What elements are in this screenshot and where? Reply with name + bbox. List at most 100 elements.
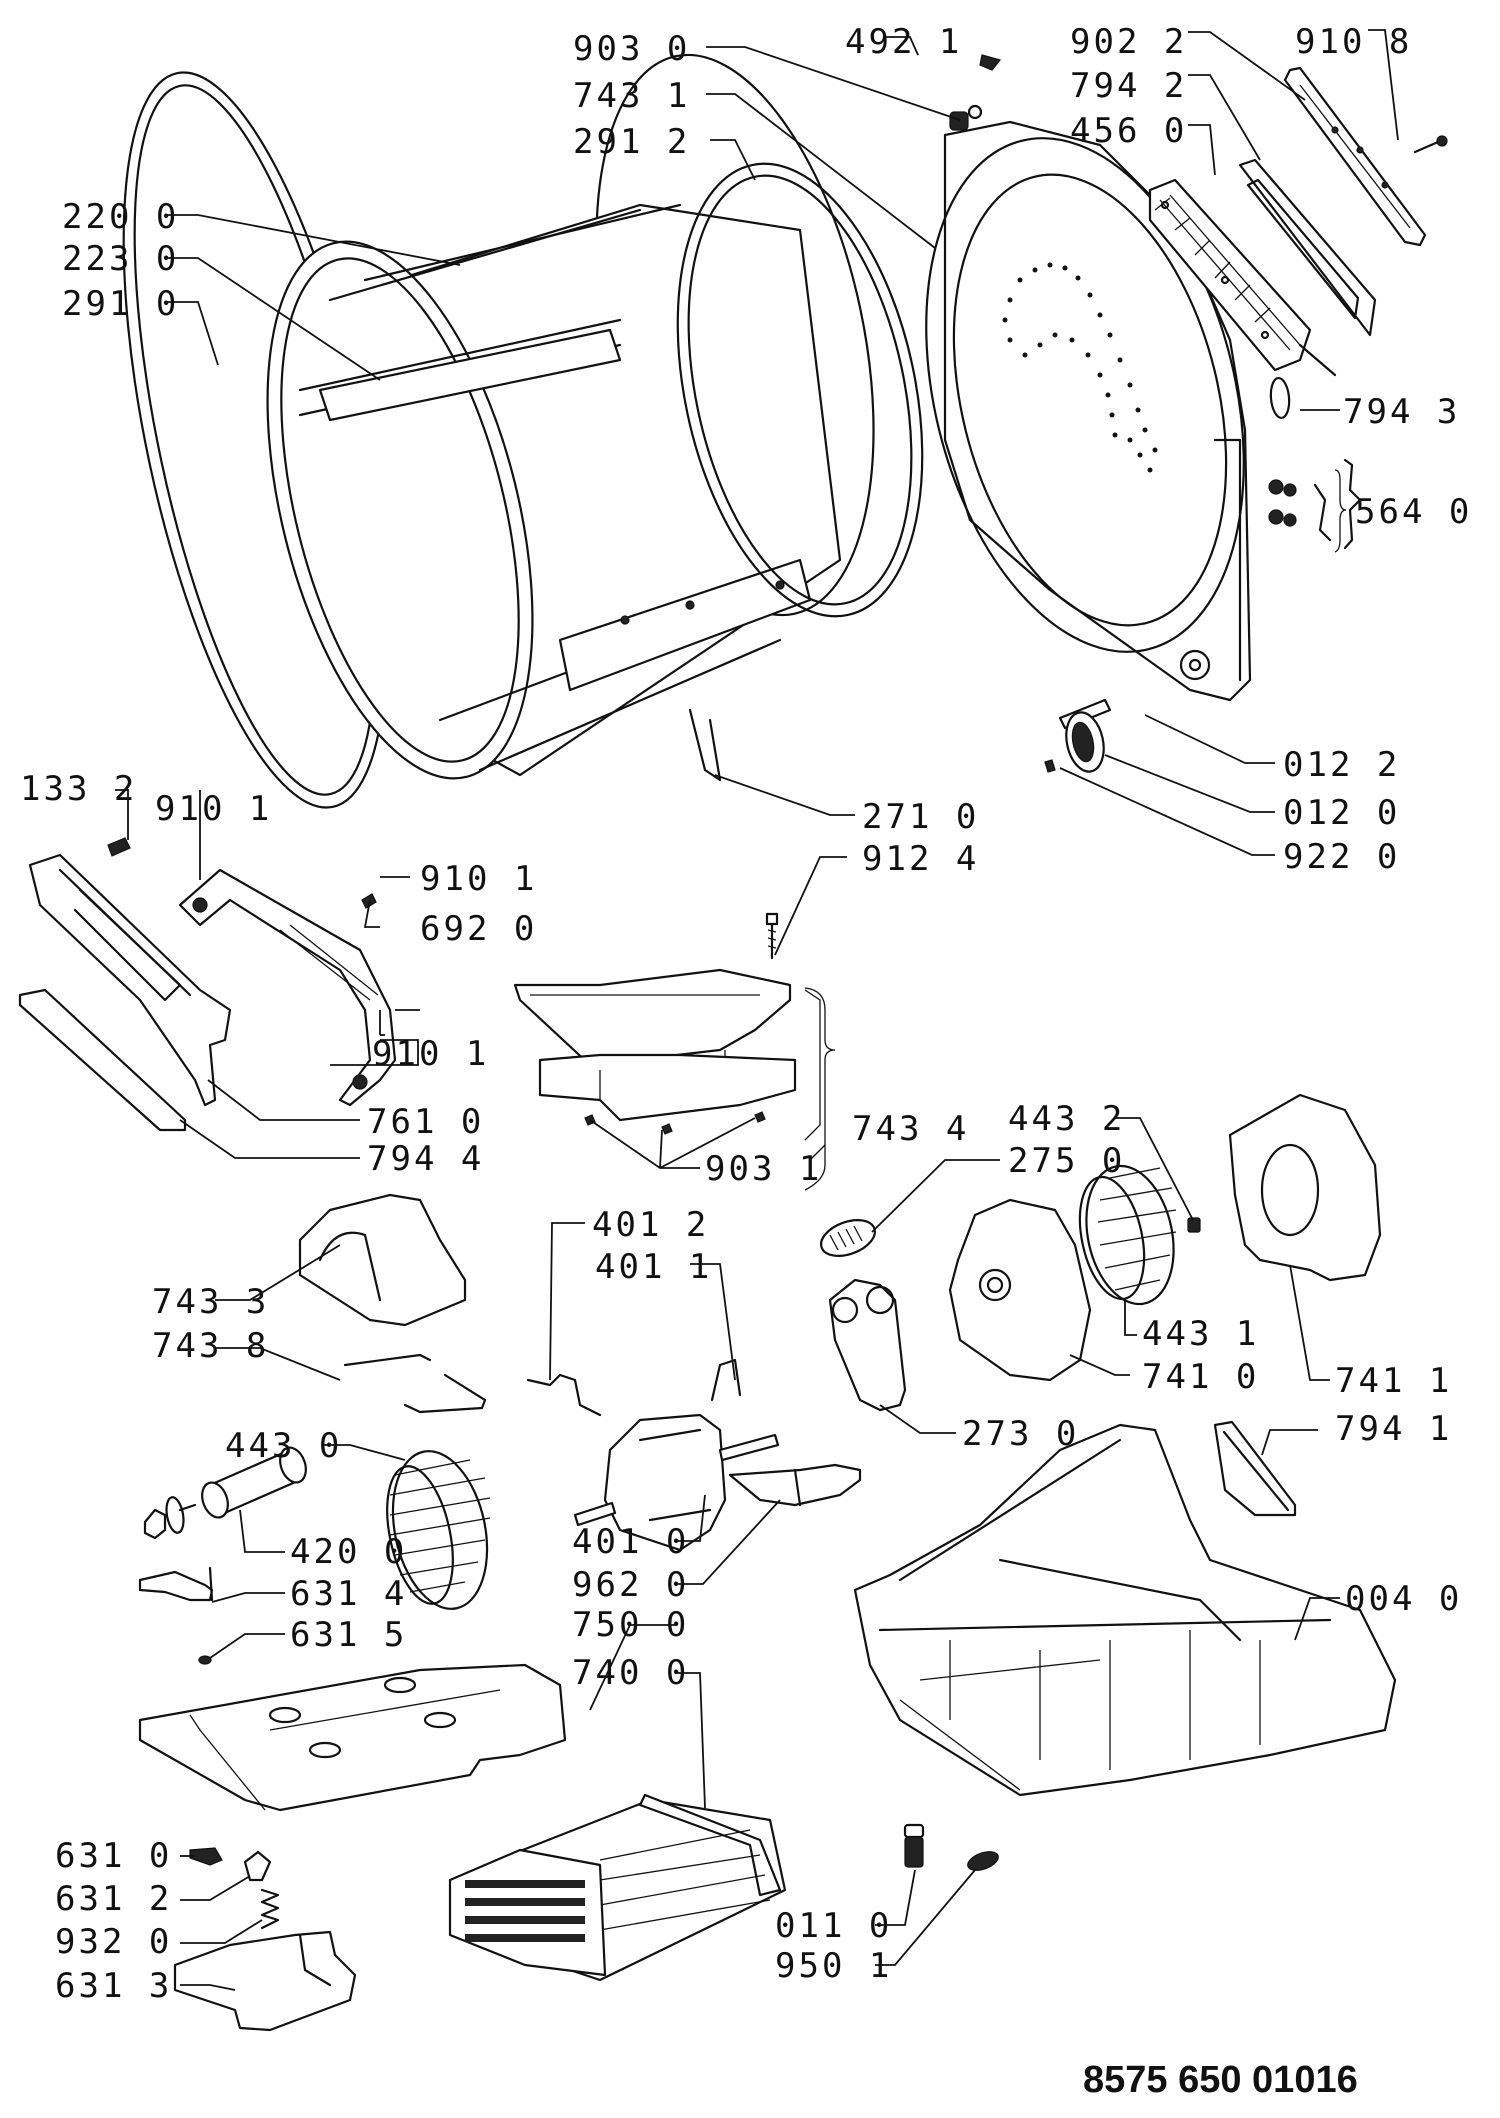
fan-wheel: [1078, 1164, 1177, 1306]
callout-label: 291 0: [62, 284, 179, 324]
leader-lines: [115, 29, 1399, 1991]
callout-label: 443 0: [225, 1426, 342, 1466]
nut: [1187, 1217, 1201, 1233]
float-switch: [173, 1930, 357, 2032]
motor-bracket: [526, 1373, 602, 1417]
duct-assembly: [513, 968, 826, 1161]
lever: [138, 1566, 214, 1602]
callout-label: 631 3: [55, 1966, 172, 2006]
rear-panel: [925, 120, 1252, 702]
callout-label: 443 2: [1008, 1099, 1125, 1139]
callout-label: 631 2: [55, 1879, 172, 1919]
callout-label: 291 2: [573, 122, 690, 162]
gasket-794-1: [1213, 1420, 1297, 1517]
spring: [260, 1888, 280, 1930]
callout-label: 741 1: [1335, 1361, 1452, 1401]
callout-label: 401 0: [572, 1522, 689, 1562]
callout-label: 910 1: [372, 1034, 489, 1074]
condenser: [448, 1793, 787, 1982]
callout-label: 903 0: [573, 29, 690, 69]
blower-wheel: [386, 1450, 491, 1610]
heater-element: [1148, 178, 1337, 377]
capacitor: [143, 1446, 307, 1540]
callout-label: 740 0: [572, 1653, 689, 1693]
clip: [949, 104, 983, 131]
bearing: [1065, 711, 1105, 773]
microswitch: [107, 837, 131, 857]
callout-label: 220 0: [62, 197, 179, 237]
gasket-794-2: [1238, 158, 1377, 337]
clip-washer: [1044, 759, 1056, 773]
callout-label: 012 0: [1283, 793, 1400, 833]
callout-label: 004 0: [1345, 1579, 1462, 1619]
foot: [903, 1823, 925, 1868]
seal-ring: [1269, 376, 1291, 420]
drum: [266, 53, 875, 782]
filter-housing: [28, 853, 232, 1107]
callout-label: 420 0: [290, 1532, 407, 1572]
callout-label: 794 3: [1343, 392, 1460, 432]
cap: [967, 1851, 999, 1871]
callout-label: 794 4: [367, 1139, 484, 1179]
motor-clip: [710, 1358, 742, 1402]
base-cover: [138, 1663, 567, 1812]
callout-label: 012 2: [1283, 745, 1400, 785]
callout-label: 223 0: [62, 239, 179, 279]
callout-label: 794 2: [1070, 66, 1187, 106]
base: [853, 1423, 1397, 1797]
small-clip: [979, 54, 1002, 71]
callout-label: 932 0: [55, 1922, 172, 1962]
callout-label: 910 1: [420, 859, 537, 899]
callout-label: 950 1: [775, 1946, 892, 1986]
callout-label: 631 5: [290, 1615, 407, 1655]
callout-label: 910 8: [1295, 22, 1412, 62]
screw-910-8: [1413, 135, 1448, 154]
rear-drum-seal: [676, 162, 924, 618]
callout-label: 011 0: [775, 1906, 892, 1946]
document-number: 8575 650 01016: [1083, 2059, 1358, 2101]
callout-label: 271 0: [862, 797, 979, 837]
wire-bracket: [343, 1353, 487, 1414]
callout-label: 743 8: [152, 1326, 269, 1366]
callout-label: 903 1: [705, 1149, 822, 1189]
callout-label: 962 0: [572, 1565, 689, 1605]
callout-label: 631 4: [290, 1574, 407, 1614]
callout-label: 443 1: [1142, 1314, 1259, 1354]
condenser-grille: [465, 1880, 585, 1942]
fan-housing: [948, 1198, 1092, 1382]
callout-label: 922 0: [1283, 837, 1400, 877]
callout-label: 743 4: [852, 1109, 969, 1149]
washer: [198, 1655, 212, 1665]
front-support: [178, 868, 397, 1107]
callout-label: 692 0: [420, 909, 537, 949]
callout-label: 492 1: [845, 22, 962, 62]
callout-label: 761 0: [367, 1102, 484, 1142]
bracket-962: [728, 1463, 862, 1507]
callout-label: 910 1: [155, 789, 272, 829]
callout-label: 275 0: [1008, 1141, 1125, 1181]
perforation-pattern: [1002, 262, 1158, 473]
callout-label: 631 0: [55, 1836, 172, 1876]
callout-label: 743 1: [573, 76, 690, 116]
callout-label: 456 0: [1070, 111, 1187, 151]
callout-label: 401 2: [592, 1205, 709, 1245]
callout-label: 902 2: [1070, 22, 1187, 62]
callout-label: 133 2: [20, 769, 137, 809]
motor: [573, 1413, 780, 1552]
callout-label: 743 3: [152, 1282, 269, 1322]
cover-plate: [1283, 66, 1427, 247]
callout-label: 273 0: [962, 1414, 1079, 1454]
tension-spring: [820, 1219, 876, 1257]
motor-cover: [298, 1193, 467, 1327]
fan-housing-cover: [1228, 1093, 1382, 1282]
screw-912-4: [765, 912, 779, 960]
callout-label: 794 1: [1335, 1409, 1452, 1449]
tensioner: [828, 1278, 907, 1412]
callout-label: 750 0: [572, 1605, 689, 1645]
callout-label: 401 1: [595, 1247, 712, 1287]
thermostat-kit: [1268, 458, 1362, 550]
callout-labels: 903 0 743 1 291 2 492 1 902 2 910 8 794 …: [20, 22, 1469, 2006]
callout-label: 912 4: [862, 839, 979, 879]
callout-label: 741 0: [1142, 1357, 1259, 1397]
